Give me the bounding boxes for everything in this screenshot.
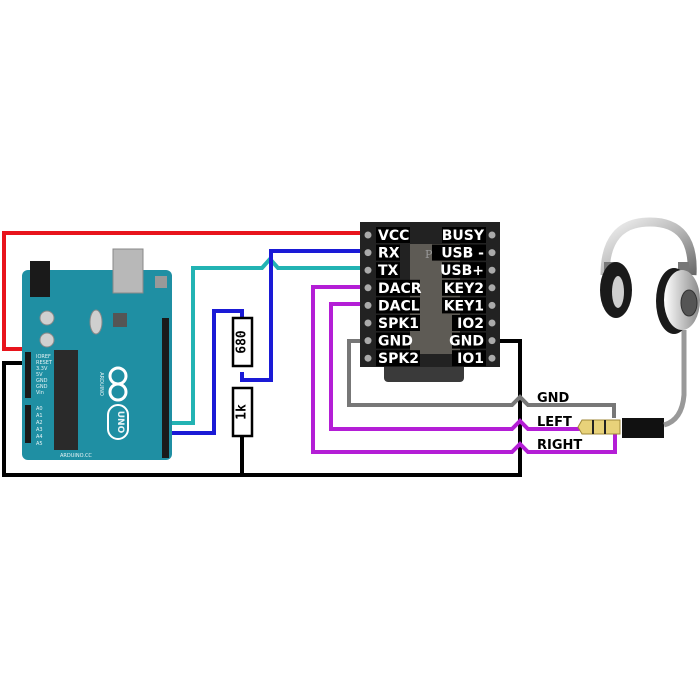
pin-label-bg <box>376 262 400 279</box>
label-ioref: IOREF <box>36 354 51 360</box>
resistor-1k-label: 1k <box>235 404 250 420</box>
reset-button[interactable] <box>155 276 167 288</box>
pin-label-bg <box>376 332 410 349</box>
pin-dacl <box>364 301 372 309</box>
resistor-680: 680 <box>231 316 254 368</box>
wire-gnd-sleeve <box>347 339 616 418</box>
left-pin-label: DACR <box>378 281 422 297</box>
pin-label-bg <box>452 315 486 331</box>
left-pin-label: GND <box>378 334 413 350</box>
label-gnd1: GND <box>36 378 48 384</box>
pin-label-bg <box>376 227 410 243</box>
label-a3: A3 <box>36 427 43 433</box>
label-a5: A5 <box>36 441 43 447</box>
pin-gnd <box>488 337 496 345</box>
pin-dacr <box>364 284 372 292</box>
pin-key1 <box>488 301 496 309</box>
arduino-logo: UNO ARDUINO <box>98 366 129 440</box>
left-pin-label: SPK2 <box>378 351 419 367</box>
right-pin-label: KEY2 <box>444 281 484 297</box>
analog-header <box>25 405 31 443</box>
jack-label-left: LEFT <box>537 415 572 430</box>
pin-key2 <box>488 284 496 292</box>
right-pin-label: IO2 <box>457 316 484 332</box>
pin-label-bg <box>376 297 420 314</box>
label-vin: Vin <box>36 390 44 396</box>
pin-label-bg <box>376 350 420 367</box>
arduino-uno-board: UNO ARDUINO A0 A1 A2 A3 A4 A5 IOREF RESE… <box>22 248 172 460</box>
left-pin-label: SPK1 <box>378 316 419 332</box>
right-pin-label: GND <box>449 334 484 350</box>
pin-label-bg <box>452 332 486 349</box>
right-pin-label: BUSY <box>442 228 485 244</box>
wire-gnd-bus <box>2 339 522 477</box>
dfplayer-mini: Player VCCRXTXDACRDACLSPK1GNDSPK2BUSYUSB… <box>360 222 500 382</box>
headphones-icon <box>600 217 700 334</box>
pin-io2 <box>488 319 496 327</box>
right-pin-label: IO1 <box>457 351 484 367</box>
digital-header <box>162 318 169 458</box>
pin-label-bg <box>442 262 486 279</box>
pin-usb <box>488 249 496 257</box>
board-footer: ARDUINO.CC <box>60 453 92 459</box>
board-name: UNO <box>115 411 125 434</box>
pin-label-bg <box>442 227 486 243</box>
label-gnd2: GND <box>36 384 48 390</box>
resistor-1k: 1k <box>231 386 254 438</box>
label-5v: 5V <box>36 372 43 378</box>
label-3v3: 3.3V <box>36 366 48 372</box>
right-pin-label: USB - <box>441 246 484 262</box>
pin-usb <box>488 266 496 274</box>
wire-d2-680 <box>165 309 244 435</box>
pin-label-bg <box>442 297 486 314</box>
wire-d3-tx <box>165 255 366 425</box>
wire-dacl-left <box>329 302 580 431</box>
wire-divider-rx <box>240 249 366 382</box>
pin-label-bg <box>376 279 420 296</box>
pin-vcc <box>364 231 372 239</box>
label-reset: RESET <box>36 360 53 366</box>
pin-rx <box>364 249 372 257</box>
pin-gnd <box>364 337 372 345</box>
pin-spk1 <box>364 319 372 327</box>
jack-label-gnd: GND <box>537 391 570 406</box>
pin-label-bg <box>376 315 420 331</box>
right-pin-label: USB+ <box>440 263 484 279</box>
pin-label-bg <box>432 244 486 261</box>
wire-5v-vcc <box>2 231 366 351</box>
wire-dacr-right <box>311 285 617 454</box>
left-pin-label: RX <box>378 246 400 262</box>
pin-tx <box>364 266 372 274</box>
usb-port <box>112 248 144 294</box>
power-header <box>25 352 31 398</box>
audio-plug <box>577 330 687 438</box>
jack-label-right: RIGHT <box>537 438 582 453</box>
plug-body <box>622 418 664 438</box>
pin-label-bg <box>442 279 486 296</box>
label-a0: A0 <box>36 406 43 412</box>
right-pin-label: KEY1 <box>444 298 484 314</box>
pin-label-bg <box>376 244 400 261</box>
headphone-cable <box>663 330 687 428</box>
left-pin-label: TX <box>378 263 399 279</box>
atmega-chip <box>54 350 78 450</box>
label-a2: A2 <box>36 420 43 426</box>
resistor-680-label: 680 <box>235 330 250 354</box>
pin-busy <box>488 231 496 239</box>
logo-text: ARDUINO <box>98 372 104 396</box>
pin-io1 <box>488 354 496 362</box>
label-a1: A1 <box>36 413 43 419</box>
pin-label-bg <box>452 350 486 367</box>
pin-spk2 <box>364 354 372 362</box>
left-pin-label: DACL <box>378 298 420 314</box>
power-jack <box>30 261 50 297</box>
left-pin-label: VCC <box>378 228 409 244</box>
label-a4: A4 <box>36 434 43 440</box>
